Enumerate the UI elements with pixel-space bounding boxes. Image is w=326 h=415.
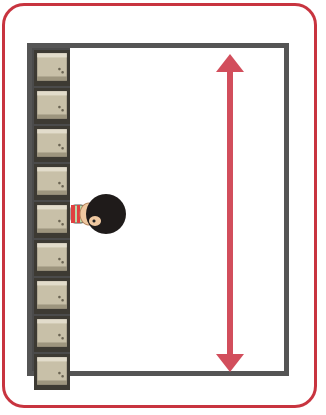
wall-tile xyxy=(34,278,70,314)
game-board xyxy=(27,43,289,376)
vertical-double-arrow-icon xyxy=(216,54,244,372)
wall-tile xyxy=(34,354,70,390)
wall-tile xyxy=(34,202,70,238)
wall-tile xyxy=(34,240,70,276)
game-card-frame xyxy=(2,3,317,408)
wall-tile xyxy=(34,88,70,124)
wall-column xyxy=(32,48,70,371)
wall-tile xyxy=(34,164,70,200)
wall-tile xyxy=(34,126,70,162)
wall-tile xyxy=(34,316,70,352)
child-head-icon[interactable] xyxy=(67,191,131,237)
wall-tile xyxy=(34,50,70,86)
